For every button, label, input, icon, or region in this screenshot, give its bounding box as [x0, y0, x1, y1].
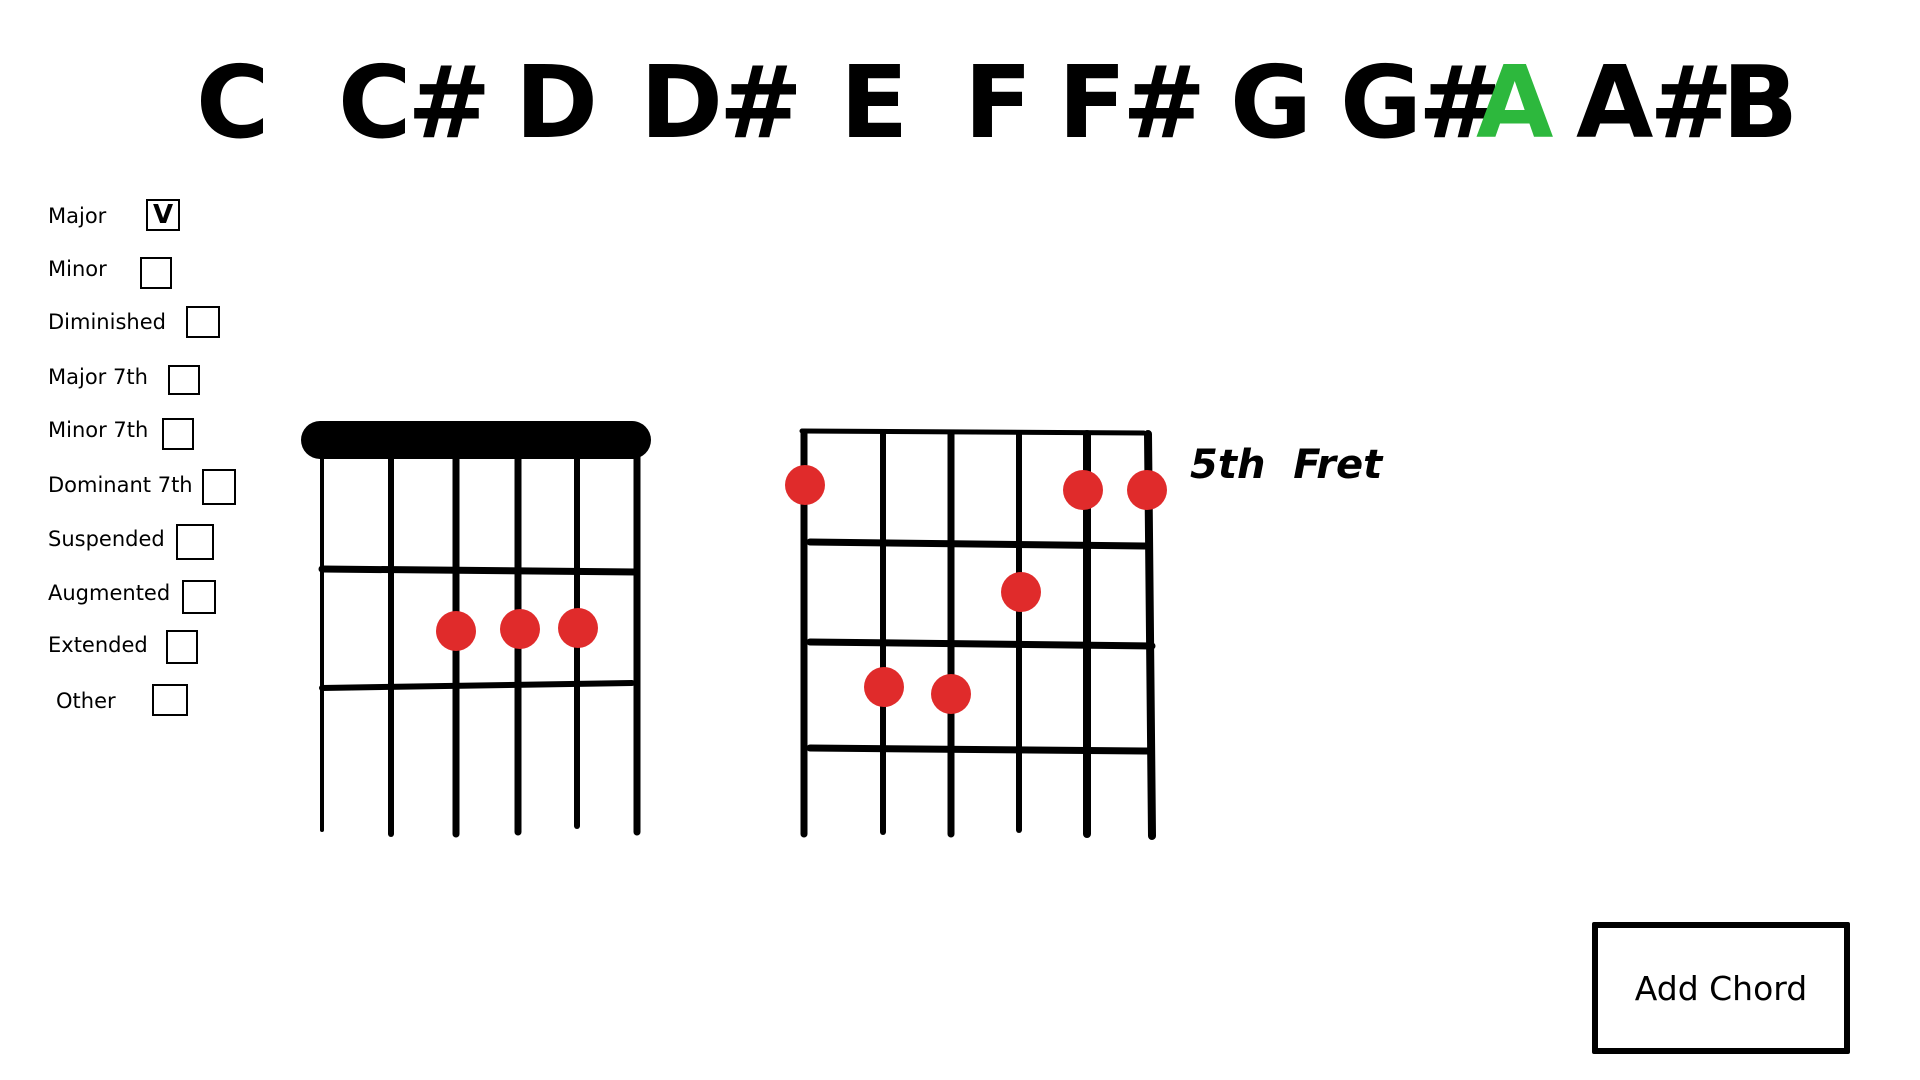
note-g-sharp[interactable]: G#	[1340, 44, 1502, 161]
fret-position-label: 5th Fret	[1190, 442, 1383, 488]
chord-type-label: Major	[48, 204, 107, 228]
add-chord-button-label: Add Chord	[1634, 968, 1808, 1008]
diminished-checkbox[interactable]	[186, 306, 220, 338]
finger-dot	[1127, 470, 1167, 510]
fret-2	[806, 638, 1156, 650]
chord-type-label: Major 7th	[48, 365, 148, 389]
chord-type-diminished: Diminished	[48, 302, 166, 342]
other-checkbox[interactable]	[152, 684, 188, 716]
fret-1	[318, 565, 641, 576]
finger-dot	[558, 608, 598, 648]
note-d-sharp[interactable]: D#	[640, 44, 803, 161]
chord-type-label: Suspended	[48, 527, 165, 551]
chord-type-label: Augmented	[48, 581, 171, 605]
note-f[interactable]: F	[964, 44, 1032, 161]
chord-type-label: Minor	[48, 257, 107, 281]
minor-7th-checkbox[interactable]	[162, 418, 194, 450]
finger-dot	[500, 609, 540, 649]
add-chord-button[interactable]: Add Chord	[1592, 922, 1850, 1054]
finger-dot	[436, 611, 476, 651]
dominant-7th-checkbox[interactable]	[202, 469, 236, 505]
chord-type-label: Dominant 7th	[48, 473, 193, 497]
suspended-checkbox[interactable]	[176, 524, 214, 560]
note-a-sharp[interactable]: A#	[1576, 44, 1733, 161]
note-c[interactable]: C	[196, 44, 269, 161]
chord-type-dominant-7th: Dominant 7th	[48, 465, 193, 505]
note-g[interactable]: G	[1230, 44, 1312, 161]
fret-2	[319, 680, 635, 691]
fret-1	[806, 538, 1150, 550]
chord-type-major-7th: Major 7th	[48, 357, 148, 397]
note-f-sharp[interactable]: F#	[1058, 44, 1206, 161]
note-e[interactable]: E	[840, 44, 908, 161]
top-fret	[799, 428, 1147, 436]
check-mark-icon: V	[152, 200, 174, 230]
note-d[interactable]: D	[515, 44, 598, 161]
note-c-sharp[interactable]: C#	[338, 44, 491, 161]
finger-dot	[785, 465, 825, 505]
major-7th-checkbox[interactable]	[168, 365, 200, 395]
finger-dot	[864, 667, 904, 707]
chord-type-minor-7th: Minor 7th	[48, 410, 148, 450]
augmented-checkbox[interactable]	[182, 580, 216, 614]
fret-3	[806, 744, 1152, 755]
note-a[interactable]: A	[1476, 44, 1553, 161]
chord-type-augmented: Augmented	[48, 573, 170, 613]
chord-type-label: Other	[56, 689, 116, 713]
minor-checkbox[interactable]	[140, 257, 172, 289]
chord-type-label: Extended	[48, 633, 148, 657]
finger-dot	[931, 674, 971, 714]
chord-diagram-1	[301, 421, 651, 838]
note-b[interactable]: B	[1722, 44, 1798, 161]
chord-type-major: Major	[48, 196, 106, 236]
chord-type-extended: Extended	[48, 625, 148, 665]
chord-type-label: Diminished	[48, 310, 166, 334]
finger-dot	[1063, 470, 1103, 510]
chord-diagram-2	[785, 428, 1167, 840]
extended-checkbox[interactable]	[166, 630, 198, 664]
chord-type-label: Minor 7th	[48, 418, 149, 442]
finger-dot	[1001, 572, 1041, 612]
chord-type-other: Other	[56, 681, 116, 721]
chord-type-suspended: Suspended	[48, 519, 165, 559]
major-checkbox[interactable]: V	[146, 199, 180, 231]
chord-type-minor: Minor	[48, 249, 107, 289]
